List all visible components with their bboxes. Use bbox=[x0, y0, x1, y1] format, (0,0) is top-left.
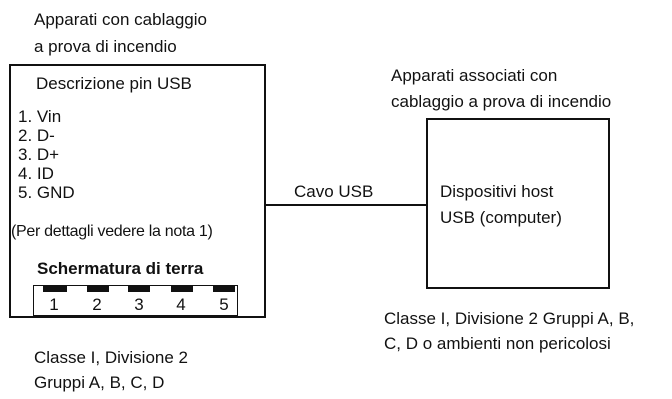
usb-cable-line bbox=[266, 204, 428, 206]
pin-item-d-plus: 3. D+ bbox=[18, 145, 60, 164]
right-caption-line1: Apparati associati con bbox=[391, 66, 558, 85]
left-footer-line1: Classe I, Divisione 2 bbox=[34, 348, 189, 367]
pin-item-d-minus: 2. D- bbox=[18, 126, 55, 145]
pin-item-vin: 1. Vin bbox=[18, 107, 62, 126]
connector-contact-5 bbox=[213, 286, 235, 292]
right-footer-line1: Classe I, Divisione 2 Gruppi A, B, bbox=[384, 309, 635, 328]
right-footer-line2: C, D o ambienti non pericolosi bbox=[384, 334, 611, 353]
connector-contact-1 bbox=[43, 286, 67, 292]
usb-cable-label: Cavo USB bbox=[294, 182, 374, 201]
pin-note: (Per dettagli vedere la nota 1) bbox=[11, 223, 213, 240]
usb-host-line1: Dispositivi host bbox=[440, 182, 554, 201]
connector-contact-4 bbox=[171, 286, 193, 292]
left-caption-line1: Apparati con cablaggio bbox=[34, 10, 207, 29]
usb-host-line2: USB (computer) bbox=[440, 208, 562, 227]
connector-pin-2: 2 bbox=[92, 295, 102, 314]
connector-pin-5: 5 bbox=[219, 295, 229, 314]
connector-contact-3 bbox=[128, 286, 150, 292]
right-caption-line2: cablaggio a prova di incendio bbox=[391, 92, 612, 111]
usb-host-box bbox=[426, 118, 610, 289]
pin-item-id: 4. ID bbox=[18, 164, 54, 183]
connector-contact-2 bbox=[87, 286, 109, 292]
left-footer-line2: Gruppi A, B, C, D bbox=[34, 373, 165, 392]
pin-item-gnd: 5. GND bbox=[18, 183, 75, 202]
connector-pin-4: 4 bbox=[176, 295, 186, 314]
fireproof-equipment-box bbox=[9, 64, 266, 318]
usb-pin-description-title: Descrizione pin USB bbox=[36, 74, 192, 93]
connector-pin-1: 1 bbox=[49, 295, 59, 314]
left-caption-line2: a prova di incendio bbox=[34, 37, 177, 56]
connector-pin-3: 3 bbox=[134, 295, 144, 314]
ground-shield-label: Schermatura di terra bbox=[37, 259, 204, 278]
